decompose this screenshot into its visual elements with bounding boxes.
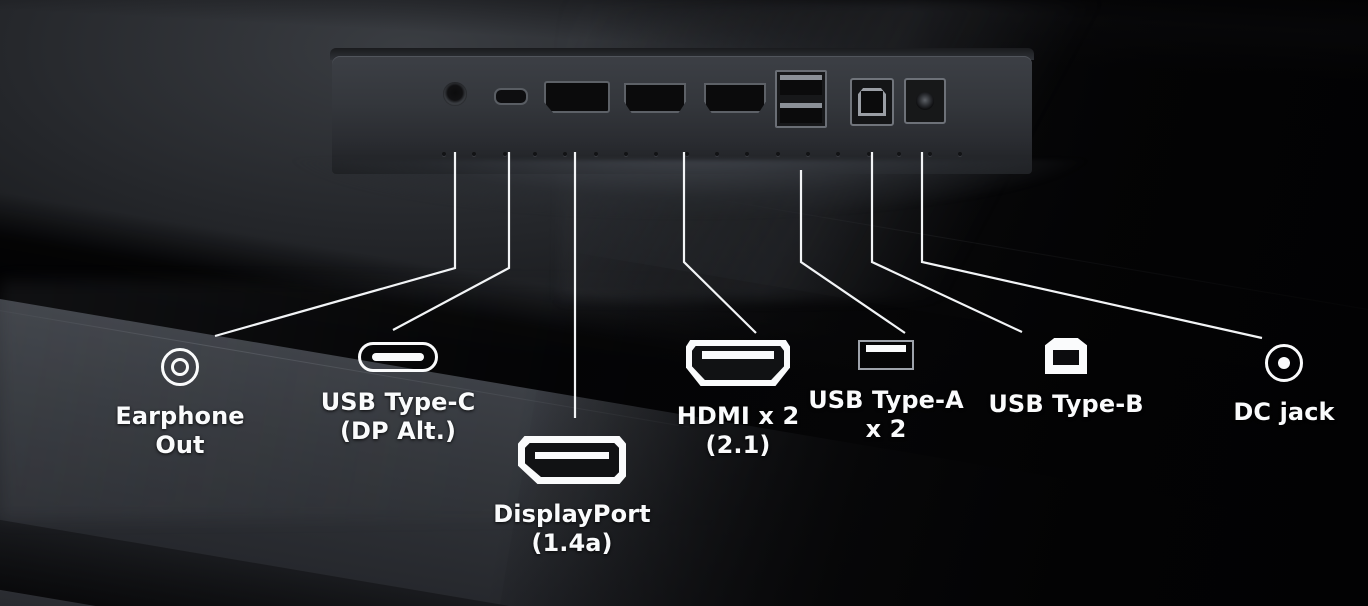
callout-usb-type-c[interactable]: USB Type-C (DP Alt.) [302,342,494,447]
callout-displayport[interactable]: DisplayPort (1.4a) [476,436,668,559]
hdmi-icon [686,340,790,386]
callout-earphone-out[interactable]: Earphone Out [84,348,276,461]
port-earphone-out [443,82,467,106]
callout-usb-type-a[interactable]: USB Type-A x 2 [794,340,978,445]
callout-label-usb-type-c: USB Type-C (DP Alt.) [320,388,476,446]
port-dc-jack [904,78,946,124]
callout-label-usb-type-a: USB Type-A x 2 [808,386,964,444]
headphone-jack-icon [161,348,199,386]
callout-label-earphone-out: Earphone Out [115,402,245,460]
port-displayport [544,81,610,113]
callout-label-usb-type-b: USB Type-B [988,390,1144,418]
callout-label-displayport: DisplayPort (1.4a) [493,500,651,558]
monitor-vent-row [442,150,962,158]
monitor-lower-curve [180,160,1200,280]
port-hdmi-2 [704,83,766,113]
usb-b-icon [1045,338,1087,374]
monitor-rear-panel [332,56,1032,174]
port-usb-type-a-stack [775,70,827,128]
port-usb-type-a-upper [780,75,822,95]
displayport-icon [518,436,626,484]
usb-a-icon [858,340,914,370]
callout-dc-jack[interactable]: DC jack [1190,344,1368,427]
port-usb-type-c [494,88,528,105]
port-usb-type-a-lower [780,103,822,123]
callout-hdmi[interactable]: HDMI x 2 (2.1) [642,340,834,461]
usb-c-icon [358,342,438,372]
port-usb-type-b [850,78,894,126]
callout-label-dc-jack: DC jack [1233,398,1335,426]
port-hdmi-1 [624,83,686,113]
callout-label-hdmi: HDMI x 2 (2.1) [676,402,800,460]
callout-usb-type-b[interactable]: USB Type-B [972,338,1160,419]
dc-jack-icon [1265,344,1303,382]
